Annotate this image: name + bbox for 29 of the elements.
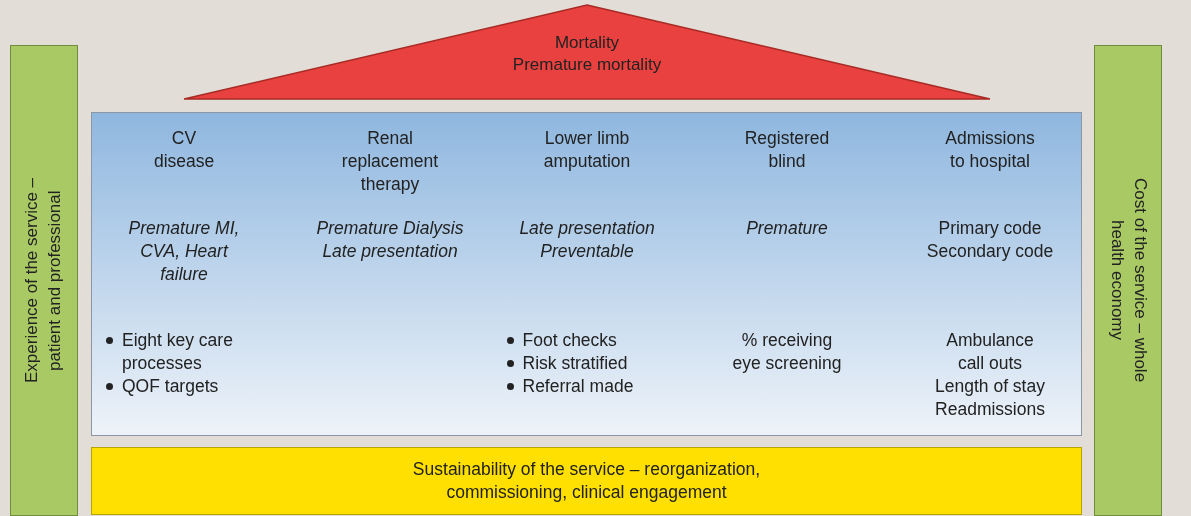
roof-text: Premature mortality [512, 54, 662, 77]
measure-text: Premature MI, CVA, Heart failure [128, 217, 240, 286]
roof-triangle [182, 4, 992, 100]
bullet-item: Eight key care processes [104, 329, 282, 375]
column-heading: CV disease [154, 127, 214, 173]
bullet-item: Referral made [504, 375, 688, 398]
measure-text: Premature Dialysis Late presentation [315, 217, 465, 263]
measure-text: Primary code Secondary code [925, 217, 1055, 263]
pillar [1094, 45, 1162, 516]
foundation-bar [91, 447, 1082, 515]
column-heading: Admissions to hospital [944, 127, 1036, 173]
measure-text: Length of stay [934, 375, 1046, 398]
measure-text: Readmissions [934, 398, 1046, 421]
measure-text: Ambulance call outs [945, 329, 1035, 375]
roof-text: Mortality [554, 32, 620, 54]
pillar-text: Cost of the service – whole health economy [1107, 177, 1151, 385]
measure-text: % receiving eye screening [731, 329, 843, 375]
measure-text: Late presentation Preventable [518, 217, 656, 263]
measure-text: Premature [745, 217, 829, 240]
column-heading: Registered blind [743, 127, 831, 173]
pillar-text: Experience of the service – patient and professional [21, 176, 65, 386]
bullet-item: Foot checks [504, 329, 688, 352]
foundation-text: Sustainability of the service – reorganization, commissioning, clinical engagement [411, 458, 762, 504]
main-panel [91, 112, 1082, 436]
bullet-item: QOF targets [104, 375, 282, 398]
pillar [10, 45, 78, 516]
column-heading: Lower limb amputation [542, 127, 632, 173]
column-heading: Renal replacement therapy [340, 127, 440, 196]
bullet-item: Risk stratified [504, 352, 688, 375]
